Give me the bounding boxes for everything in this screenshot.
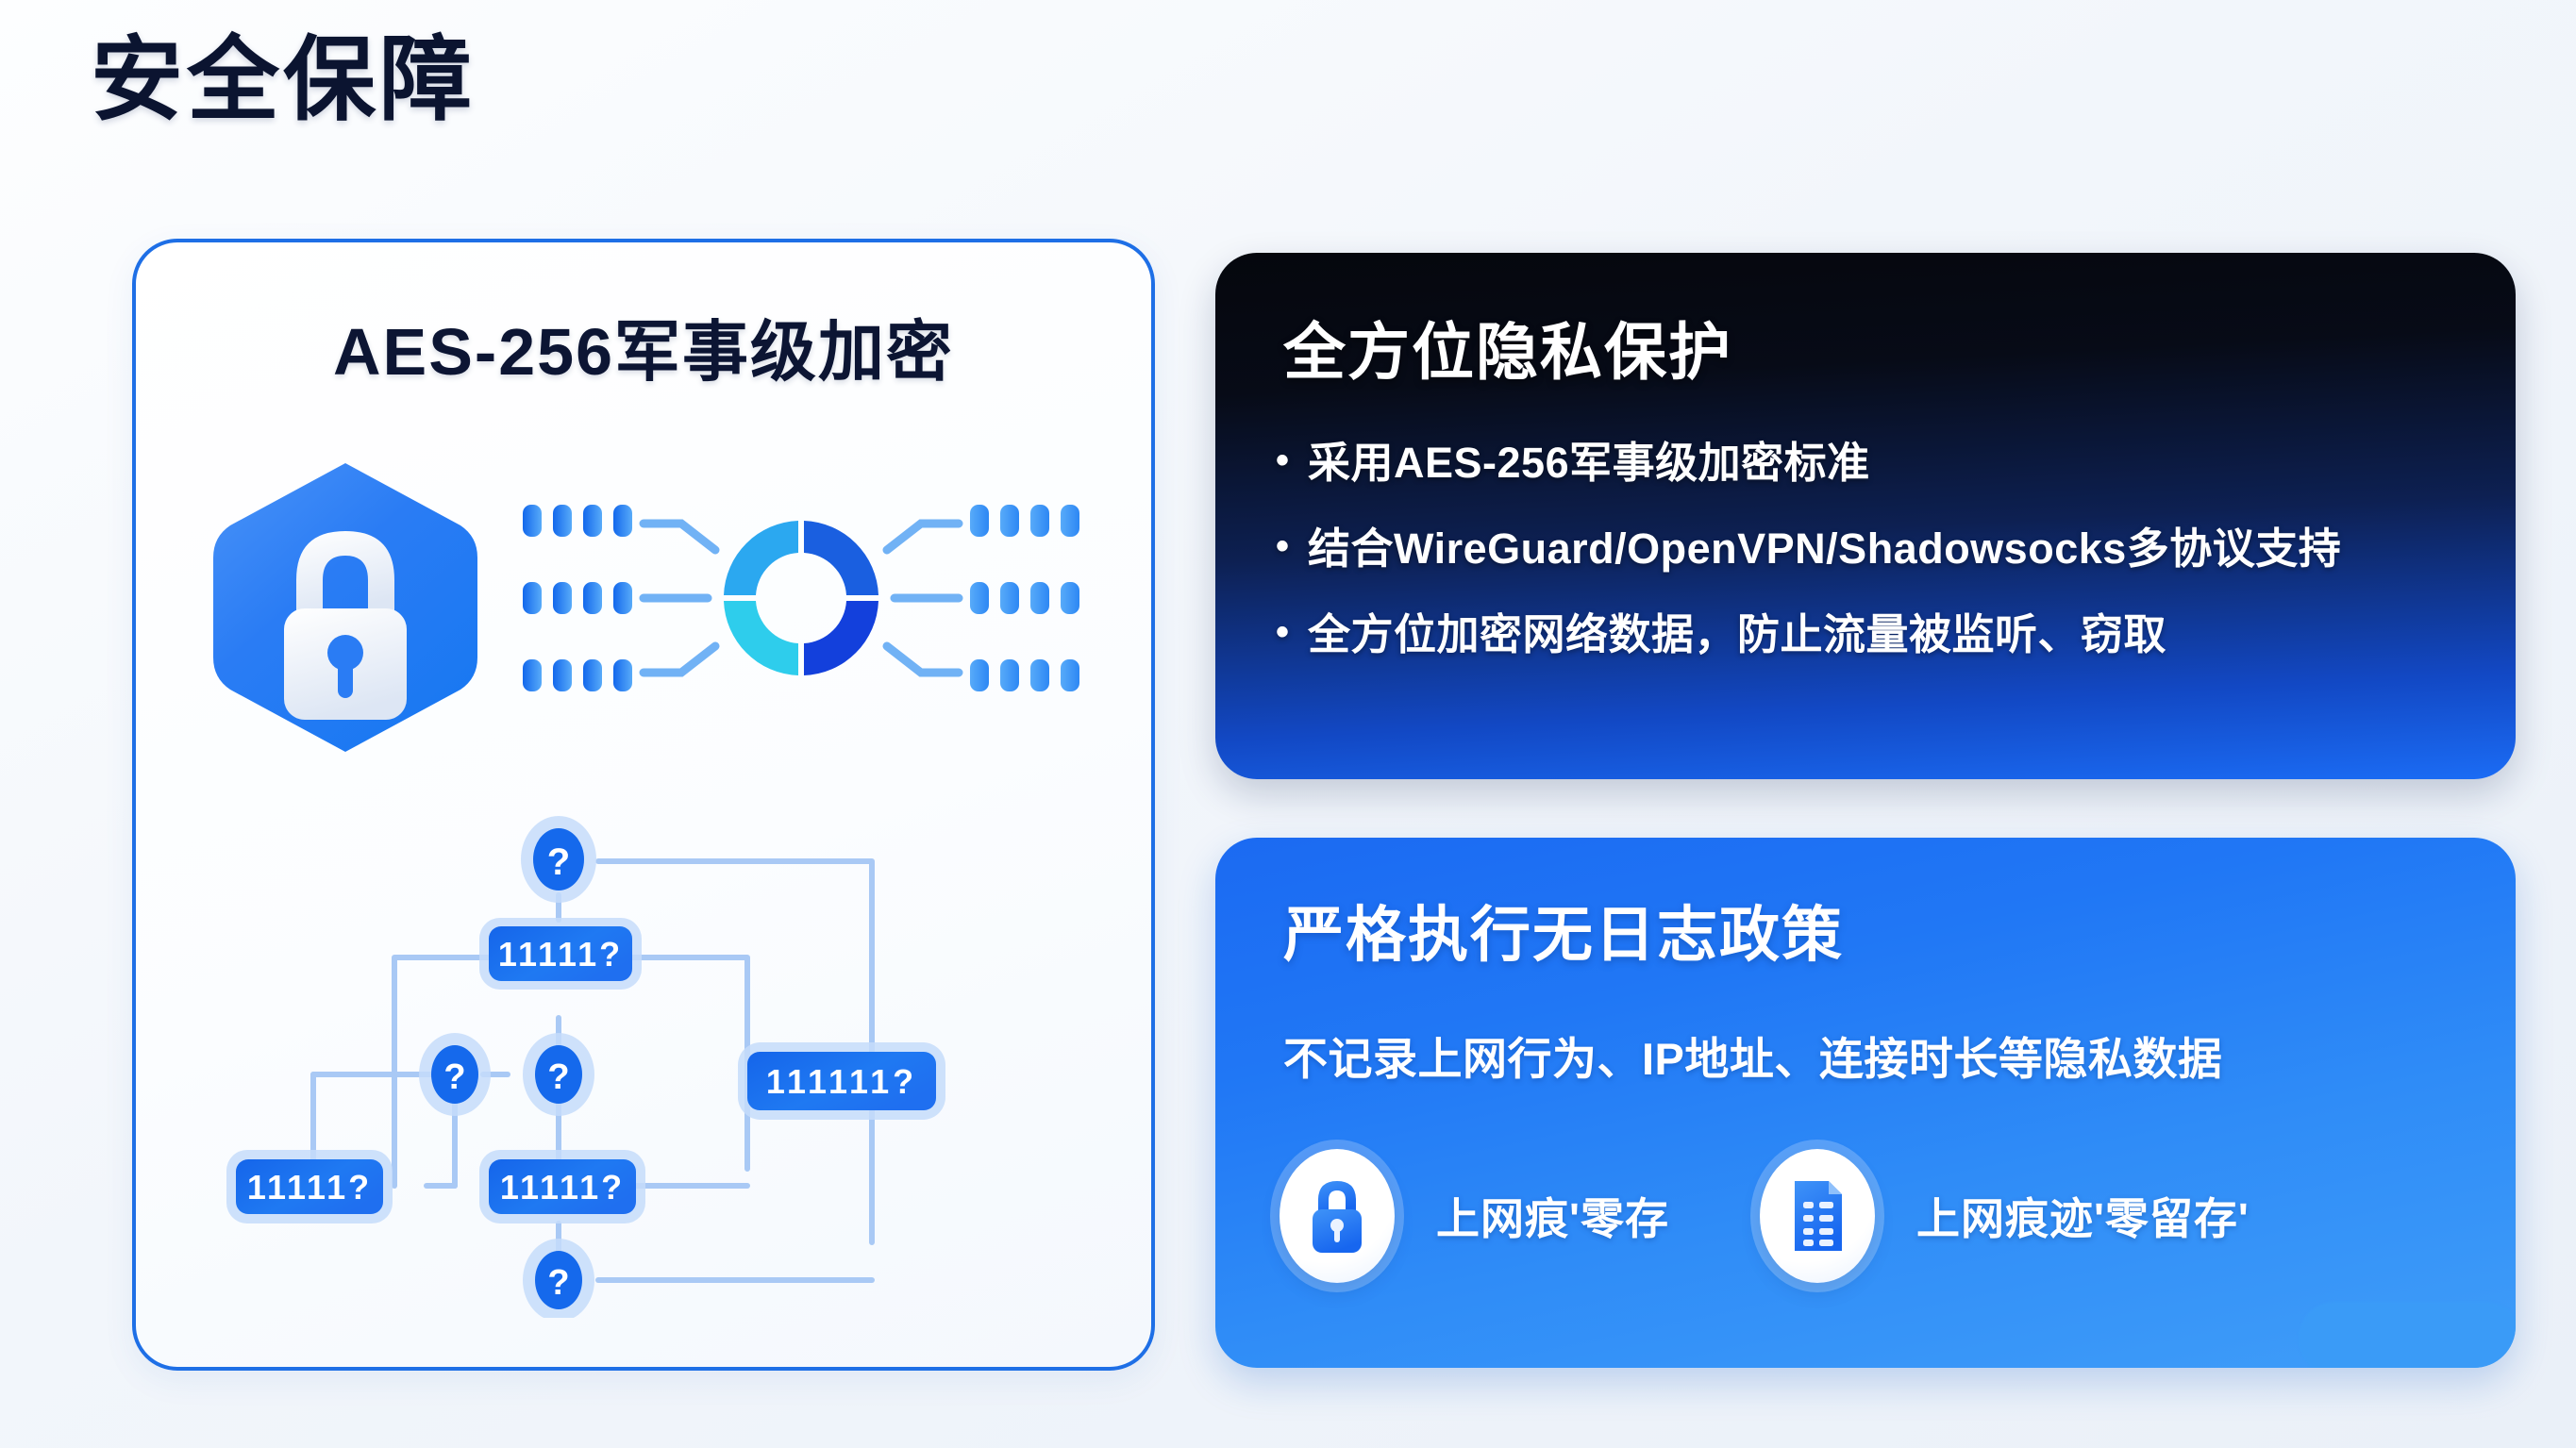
page-title: 安全保障 [91, 27, 477, 131]
list-item-label: 采用AES-256军事级加密标准 [1308, 439, 1870, 487]
bullet-marker-icon: • [1276, 610, 1290, 653]
list-item-label: 结合WireGuard/OpenVPN/Shadowsocks多协议支持 [1308, 524, 2342, 573]
list-item: • 采用AES-256军事级加密标准 [1276, 438, 2478, 490]
badge-label: 上网痕迹'零留存' [1915, 1194, 2250, 1243]
privacy-protection-card: 全方位隐私保护 • 采用AES-256军事级加密标准 • 结合WireGuard… [1215, 253, 2516, 779]
list-item-label: 全方位加密网络数据，防止流量被监听、窃取 [1308, 609, 2167, 658]
corner-accent-shape [2299, 1302, 2516, 1368]
list-item: • 全方位加密网络数据，防止流量被监听、窃取 [1276, 609, 2478, 661]
badge-zero-retention: 上网痕迹'零留存' [1759, 1149, 2250, 1283]
encryption-card-title: AES-256军事级加密 [332, 315, 955, 389]
privacy-bullet-list: • 采用AES-256军事级加密标准 • 结合WireGuard/OpenVPN… [1276, 438, 2478, 695]
document-list-icon [1759, 1149, 1875, 1283]
no-log-card-subtitle: 不记录上网行为、IP地址、连接时长等隐私数据 [1283, 1034, 2223, 1084]
badge-zero-storage: 上网痕'零存 [1280, 1149, 1669, 1283]
encryption-card: AES-256军事级加密 [132, 239, 1155, 1371]
privacy-card-title: 全方位隐私保护 [1283, 317, 1732, 387]
hexagon-lock-icon [194, 452, 496, 763]
no-log-badge-row: 上网痕'零存 [1280, 1149, 2250, 1283]
svg-text:?: ? [547, 841, 570, 883]
no-log-policy-card: 严格执行无日志政策 不记录上网行为、IP地址、连接时长等隐私数据 [1215, 838, 2516, 1368]
svg-text:11111?: 11111? [247, 1168, 372, 1207]
svg-text:?: ? [547, 1057, 569, 1097]
svg-text:?: ? [547, 1263, 569, 1303]
svg-text:?: ? [443, 1057, 465, 1097]
no-log-card-title: 严格执行无日志政策 [1283, 901, 1844, 969]
list-item: • 结合WireGuard/OpenVPN/Shadowsocks多协议支持 [1276, 524, 2478, 575]
svg-text:11111?: 11111? [498, 935, 623, 974]
svg-text:11111?: 11111? [500, 1168, 625, 1207]
svg-text:111111?: 111111? [766, 1062, 917, 1101]
padlock-icon [1280, 1149, 1395, 1283]
bullet-marker-icon: • [1276, 524, 1290, 567]
bullet-marker-icon: • [1276, 440, 1290, 481]
encryption-flow-tree-icon: ? 11111? ? ? [172, 808, 1115, 1322]
badge-label: 上网痕'零存 [1436, 1194, 1669, 1243]
data-flow-donut-icon [523, 490, 1079, 707]
